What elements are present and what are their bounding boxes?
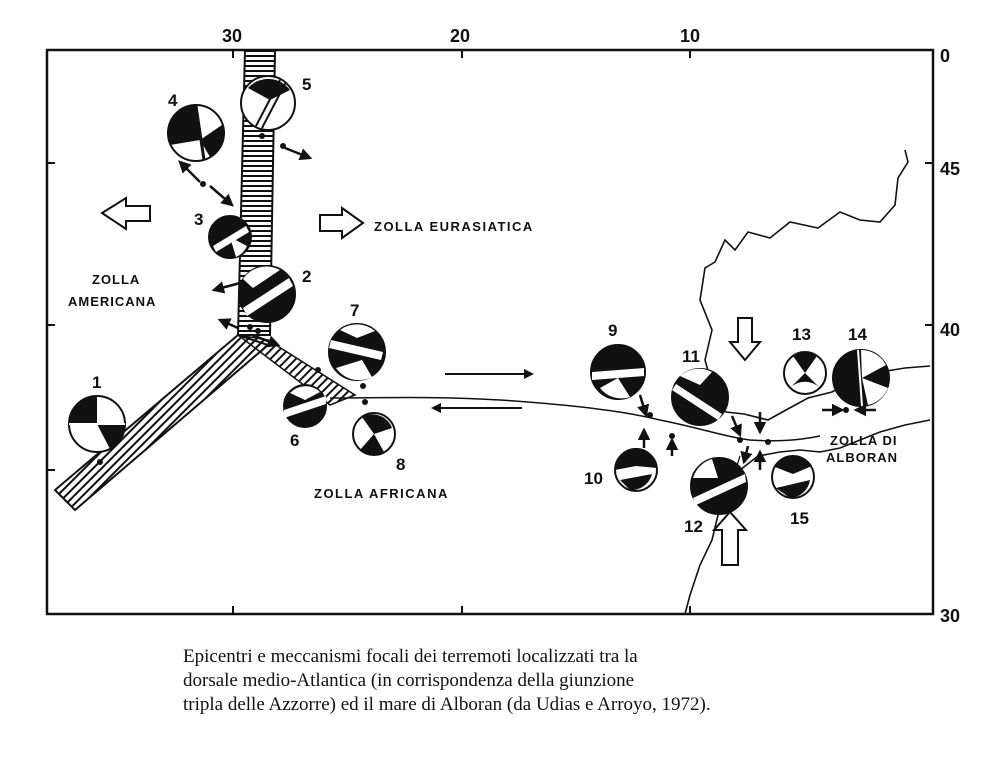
caption-line-1: Epicentri e meccanismi focali dei terrem… bbox=[183, 646, 638, 667]
azores-gibraltar-fault bbox=[329, 396, 821, 442]
beachball-8 bbox=[352, 412, 396, 456]
lat-label-0: 0 bbox=[940, 46, 950, 66]
beachball-15 bbox=[771, 455, 815, 499]
figure-caption: Epicentri e meccanismi focali dei terrem… bbox=[183, 645, 903, 717]
event-label-12: 12 bbox=[684, 517, 703, 536]
arrow-south-north bbox=[711, 510, 749, 566]
event-label-15: 15 bbox=[790, 509, 809, 528]
caption-line-2: dorsale medio-Atlantica (in corrisponden… bbox=[183, 670, 635, 691]
plate-american-line1: ZOLLA bbox=[92, 272, 140, 287]
event-label-10: 10 bbox=[584, 469, 603, 488]
beachball-5 bbox=[240, 75, 296, 131]
event-label-6: 6 bbox=[290, 431, 299, 450]
beachball-10 bbox=[614, 447, 658, 492]
lat-label-30: 30 bbox=[940, 606, 960, 626]
transform-arrows bbox=[431, 369, 534, 413]
event-label-7: 7 bbox=[350, 301, 359, 320]
beachball-3 bbox=[208, 215, 252, 259]
beachball-4 bbox=[167, 104, 225, 162]
plate-alboran-line2: ALBORAN bbox=[826, 450, 898, 465]
event-label-4: 4 bbox=[168, 91, 178, 110]
latitude-axis bbox=[47, 162, 933, 471]
lon-label-10: 10 bbox=[680, 26, 700, 46]
map-frame bbox=[45, 48, 935, 616]
plate-african: ZOLLA AFRICANA bbox=[314, 486, 449, 501]
arrow-eurasian-east bbox=[319, 206, 365, 240]
beachball-7 bbox=[328, 323, 386, 381]
arrow-north-south bbox=[727, 317, 763, 362]
focal-mechanism-map: 30 20 10 0 45 40 30 bbox=[45, 26, 960, 626]
beachball-13 bbox=[783, 351, 827, 395]
plate-alboran-line1: ZOLLA DI bbox=[830, 433, 897, 448]
event-label-14: 14 bbox=[848, 325, 867, 344]
arrow-american-west bbox=[100, 196, 151, 231]
beachball-12 bbox=[690, 457, 748, 515]
lat-label-40: 40 bbox=[940, 320, 960, 340]
beachball-9 bbox=[590, 344, 646, 400]
beachball-14 bbox=[832, 349, 890, 407]
beachball-6 bbox=[283, 384, 327, 428]
lon-label-20: 20 bbox=[450, 26, 470, 46]
event-label-13: 13 bbox=[792, 325, 811, 344]
beachball-2 bbox=[238, 265, 296, 323]
longitude-axis bbox=[232, 50, 691, 614]
plate-eurasian: ZOLLA EURASIATICA bbox=[374, 219, 534, 234]
beachball-11 bbox=[671, 368, 729, 426]
beachball-1 bbox=[68, 395, 126, 453]
slip-vectors bbox=[178, 146, 876, 470]
event-label-8: 8 bbox=[396, 455, 405, 474]
event-label-3: 3 bbox=[194, 210, 203, 229]
lon-label-30: 30 bbox=[222, 26, 242, 46]
coastline-africa bbox=[684, 419, 931, 615]
event-label-1: 1 bbox=[92, 373, 101, 392]
event-label-9: 9 bbox=[608, 321, 617, 340]
caption-line-3: tripla delle Azzorre) ed il mare di Albo… bbox=[183, 694, 711, 715]
event-label-2: 2 bbox=[302, 267, 311, 286]
epicenters bbox=[97, 133, 849, 465]
coastline bbox=[699, 149, 931, 421]
plate-american-line2: AMERICANA bbox=[68, 294, 156, 309]
plate-arrows bbox=[100, 196, 763, 566]
event-label-5: 5 bbox=[302, 75, 311, 94]
event-label-11: 11 bbox=[682, 347, 700, 366]
lat-label-45: 45 bbox=[940, 159, 960, 179]
